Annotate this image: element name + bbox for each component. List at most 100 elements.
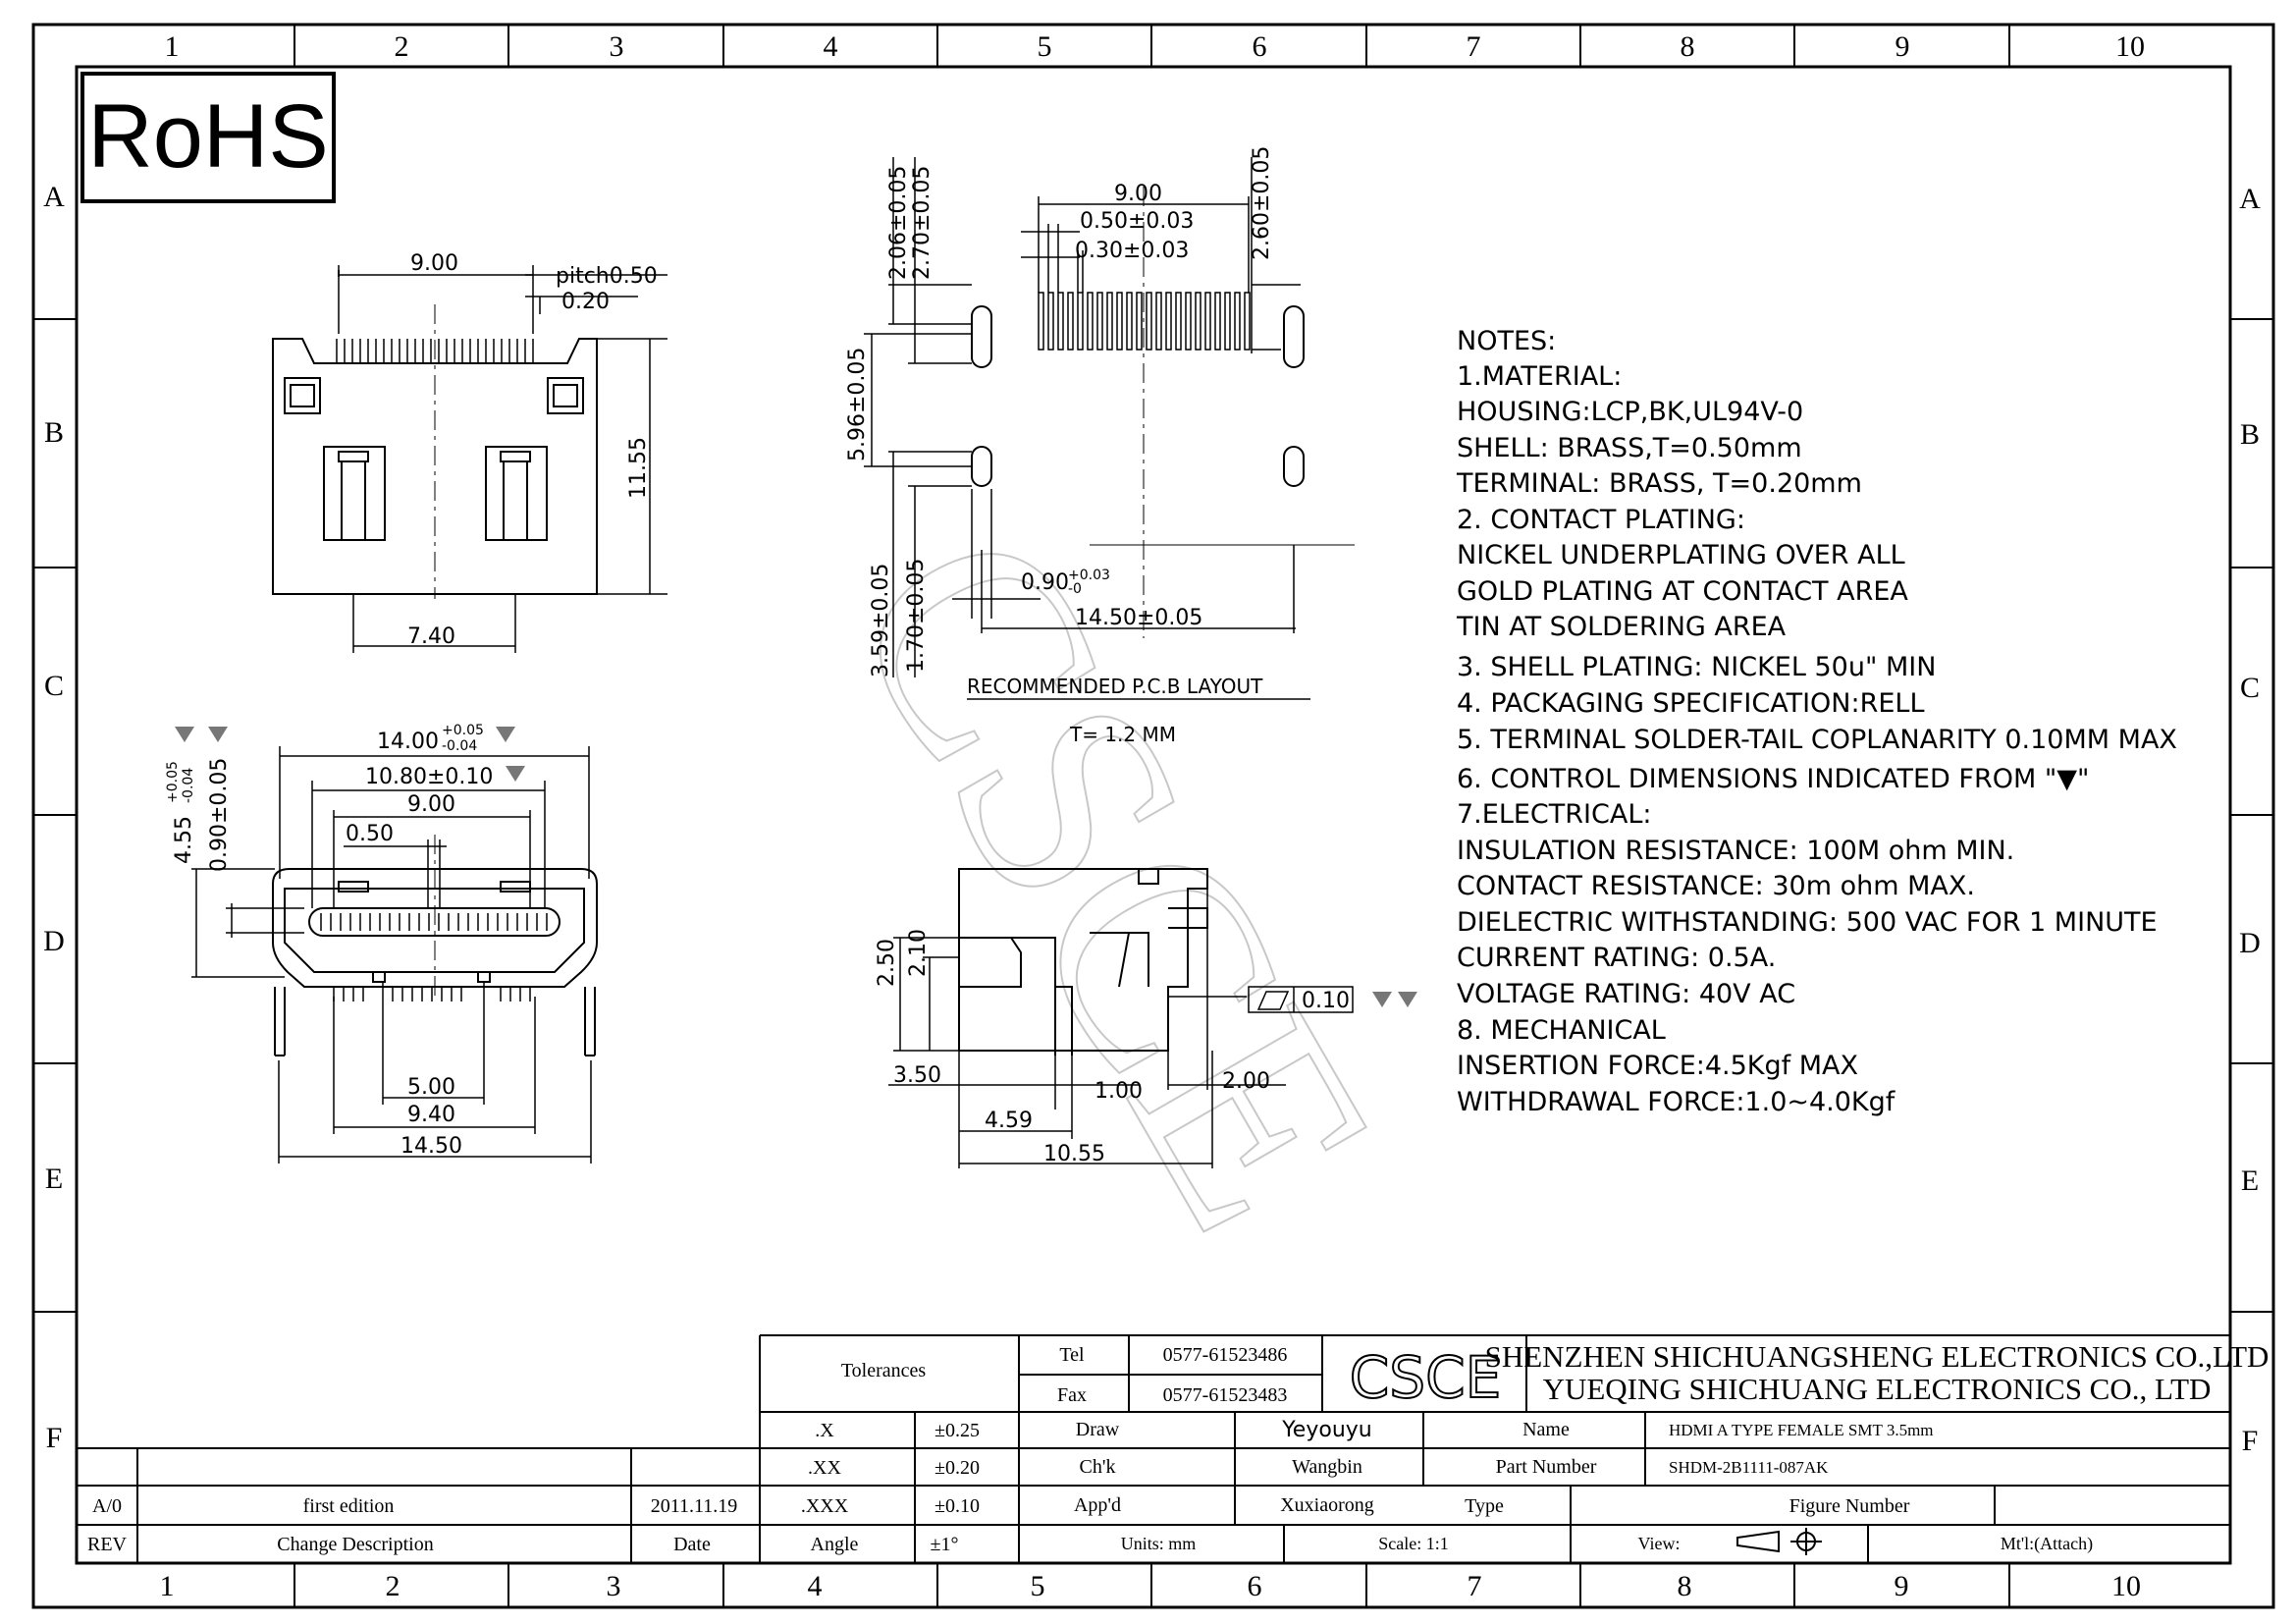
control-dim-marker bbox=[1398, 992, 1417, 1007]
dim-overall: 14.50 bbox=[400, 1134, 462, 1159]
col-label-top: 6 bbox=[1253, 30, 1267, 63]
dim-slot-plus: +0.03 bbox=[1068, 568, 1110, 583]
dim-height-a: 4.55 bbox=[172, 816, 196, 864]
note-line: TIN AT SOLDERING AREA bbox=[1456, 612, 1787, 642]
tol-x-value: ±0.25 bbox=[934, 1420, 980, 1441]
dim-height: 11.55 bbox=[626, 437, 651, 499]
chk-label: Ch'k bbox=[1080, 1456, 1116, 1478]
tol-xx: .XX bbox=[808, 1457, 841, 1479]
tol-xxx: .XXX bbox=[801, 1495, 849, 1517]
pcb-layout-dims bbox=[864, 157, 1355, 700]
note-line: SHELL: BRASS,T=0.50mm bbox=[1457, 433, 1802, 463]
dim-slot: 0.90 bbox=[1021, 570, 1069, 595]
row-label-left: E bbox=[45, 1163, 63, 1195]
dim-pitch: 0.50 bbox=[346, 822, 394, 846]
dim-contacts: 9.00 bbox=[407, 792, 455, 817]
zone-labels: 1 2 3 4 5 6 7 8 9 10 1 2 3 4 5 6 7 8 9 1… bbox=[43, 30, 2261, 1602]
dim-h2: 2.70±0.05 bbox=[910, 166, 934, 280]
dim-terminal: 0.20 bbox=[561, 290, 610, 314]
col-label-top: 5 bbox=[1038, 30, 1052, 63]
tol-xxx-value: ±0.10 bbox=[934, 1495, 980, 1517]
col-label-bottom: 6 bbox=[1248, 1570, 1262, 1602]
col-label-top: 10 bbox=[2115, 30, 2145, 63]
col-label-bottom: 8 bbox=[1678, 1570, 1692, 1602]
col-label-top: 8 bbox=[1681, 30, 1695, 63]
fax-value: 0577-61523483 bbox=[1163, 1384, 1288, 1406]
dim-bottom: 7.40 bbox=[407, 624, 455, 649]
dim-pitch: pitch0.50 bbox=[556, 264, 658, 289]
tel-value: 0577-61523486 bbox=[1163, 1344, 1288, 1366]
dim-low2: 1.70±0.05 bbox=[904, 559, 929, 673]
row-label-right: D bbox=[2239, 927, 2261, 959]
pcb-layout-title: RECOMMENDED P.C.B LAYOUT bbox=[967, 675, 1263, 698]
col-label-bottom: 7 bbox=[1468, 1570, 1482, 1602]
rohs-mark: RoHS bbox=[87, 86, 328, 187]
note-line: CONTACT RESISTANCE: 30m ohm MAX. bbox=[1457, 871, 1975, 901]
col-label-top: 7 bbox=[1467, 30, 1481, 63]
front-view-dims bbox=[338, 265, 667, 653]
row-label-left: A bbox=[43, 181, 65, 213]
mating-view-marks bbox=[175, 727, 525, 782]
row-label-right: F bbox=[2242, 1425, 2259, 1457]
dim-width: 9.00 bbox=[410, 251, 458, 276]
title-block-lines bbox=[77, 1334, 2230, 1563]
tol-angle-value: ±1° bbox=[931, 1534, 959, 1555]
view-label: View: bbox=[1638, 1534, 1681, 1553]
dim-pitch: 0.50±0.03 bbox=[1080, 209, 1194, 234]
dim-width: 14.50±0.05 bbox=[1075, 606, 1202, 630]
note-line: 3. SHELL PLATING: NICKEL 50u" MIN bbox=[1457, 652, 1936, 682]
col-label-bottom: 2 bbox=[386, 1570, 400, 1602]
flatness-frame bbox=[1248, 986, 1354, 1013]
part-value: SHDM-2B1111-087AK bbox=[1669, 1458, 1829, 1477]
note-line: 4. PACKAGING SPECIFICATION:RELL bbox=[1457, 688, 1924, 719]
dim-low1: 3.59±0.05 bbox=[869, 564, 893, 677]
mating-view bbox=[272, 835, 598, 1056]
scale: Scale: 1:1 bbox=[1378, 1534, 1448, 1553]
dim-span: 9.00 bbox=[1114, 182, 1162, 206]
appd-value: Xuxiaorong bbox=[1280, 1494, 1374, 1516]
side-view-dim-text: 2.50 2.10 3.50 1.00 2.00 4.59 10.55 0.10 bbox=[875, 929, 1350, 1166]
name-value: HDMI A TYPE FEMALE SMT 3.5mm bbox=[1669, 1421, 1934, 1439]
note-line: GOLD PLATING AT CONTACT AREA bbox=[1457, 576, 1908, 607]
pcb-layout bbox=[971, 292, 1305, 487]
figure-label: Figure Number bbox=[1789, 1495, 1910, 1517]
tol-x: .X bbox=[815, 1420, 834, 1441]
col-label-bottom: 5 bbox=[1031, 1570, 1045, 1602]
dim-legs-outer: 9.40 bbox=[407, 1103, 455, 1127]
dim-e: 10.55 bbox=[1043, 1142, 1105, 1166]
col-label-top: 4 bbox=[824, 30, 838, 63]
row-label-right: A bbox=[2239, 183, 2261, 215]
col-label-bottom: 1 bbox=[160, 1570, 175, 1602]
pcb-thickness: T= 1.2 MM bbox=[1069, 723, 1176, 746]
note-line: TERMINAL: BRASS, T=0.20mm bbox=[1456, 468, 1862, 499]
note-line: 6. CONTROL DIMENSIONS INDICATED FROM "▼" bbox=[1457, 764, 2089, 794]
appd-label: App'd bbox=[1074, 1494, 1121, 1516]
note-line: 5. TERMINAL SOLDER-TAIL COPLANARITY 0.10… bbox=[1457, 725, 2177, 755]
dim-shell-tol-minus: -0.04 bbox=[442, 738, 477, 754]
note-line: NOTES: bbox=[1457, 326, 1556, 356]
col-label-bottom: 4 bbox=[808, 1570, 823, 1602]
note-line: HOUSING:LCP,BK,UL94V-0 bbox=[1457, 397, 1803, 427]
notes: NOTES: 1.MATERIAL: HOUSING:LCP,BK,UL94V-… bbox=[1456, 326, 2177, 1117]
col-label-bottom: 3 bbox=[607, 1570, 621, 1602]
control-dim-marker bbox=[496, 727, 515, 742]
part-label: Part Number bbox=[1496, 1456, 1597, 1478]
tol-xx-value: ±0.20 bbox=[934, 1457, 980, 1479]
dim-h3: 2.60±0.05 bbox=[1250, 146, 1274, 260]
rev-a0: A/0 bbox=[92, 1495, 122, 1517]
row-label-right: E bbox=[2241, 1164, 2259, 1197]
dim-h1: 2.06±0.05 bbox=[886, 166, 911, 280]
row-label-right: C bbox=[2240, 672, 2260, 704]
dim-shell-tol-plus: +0.05 bbox=[442, 723, 484, 738]
note-line: DIELECTRIC WITHSTANDING: 500 VAC FOR 1 M… bbox=[1457, 907, 2158, 938]
side-view-marks bbox=[1372, 992, 1417, 1007]
row-label-left: B bbox=[44, 416, 64, 449]
dim-legs: 5.00 bbox=[407, 1075, 455, 1100]
front-view-dim-text: 9.00 pitch0.50 0.20 11.55 7.40 bbox=[407, 251, 658, 649]
row-label-left: F bbox=[46, 1422, 63, 1454]
note-line: CURRENT RATING: 0.5A. bbox=[1457, 943, 1776, 973]
date-label: Date bbox=[673, 1534, 711, 1555]
flatness-value: 0.10 bbox=[1302, 989, 1350, 1013]
dim-h2: 2.10 bbox=[906, 929, 931, 977]
